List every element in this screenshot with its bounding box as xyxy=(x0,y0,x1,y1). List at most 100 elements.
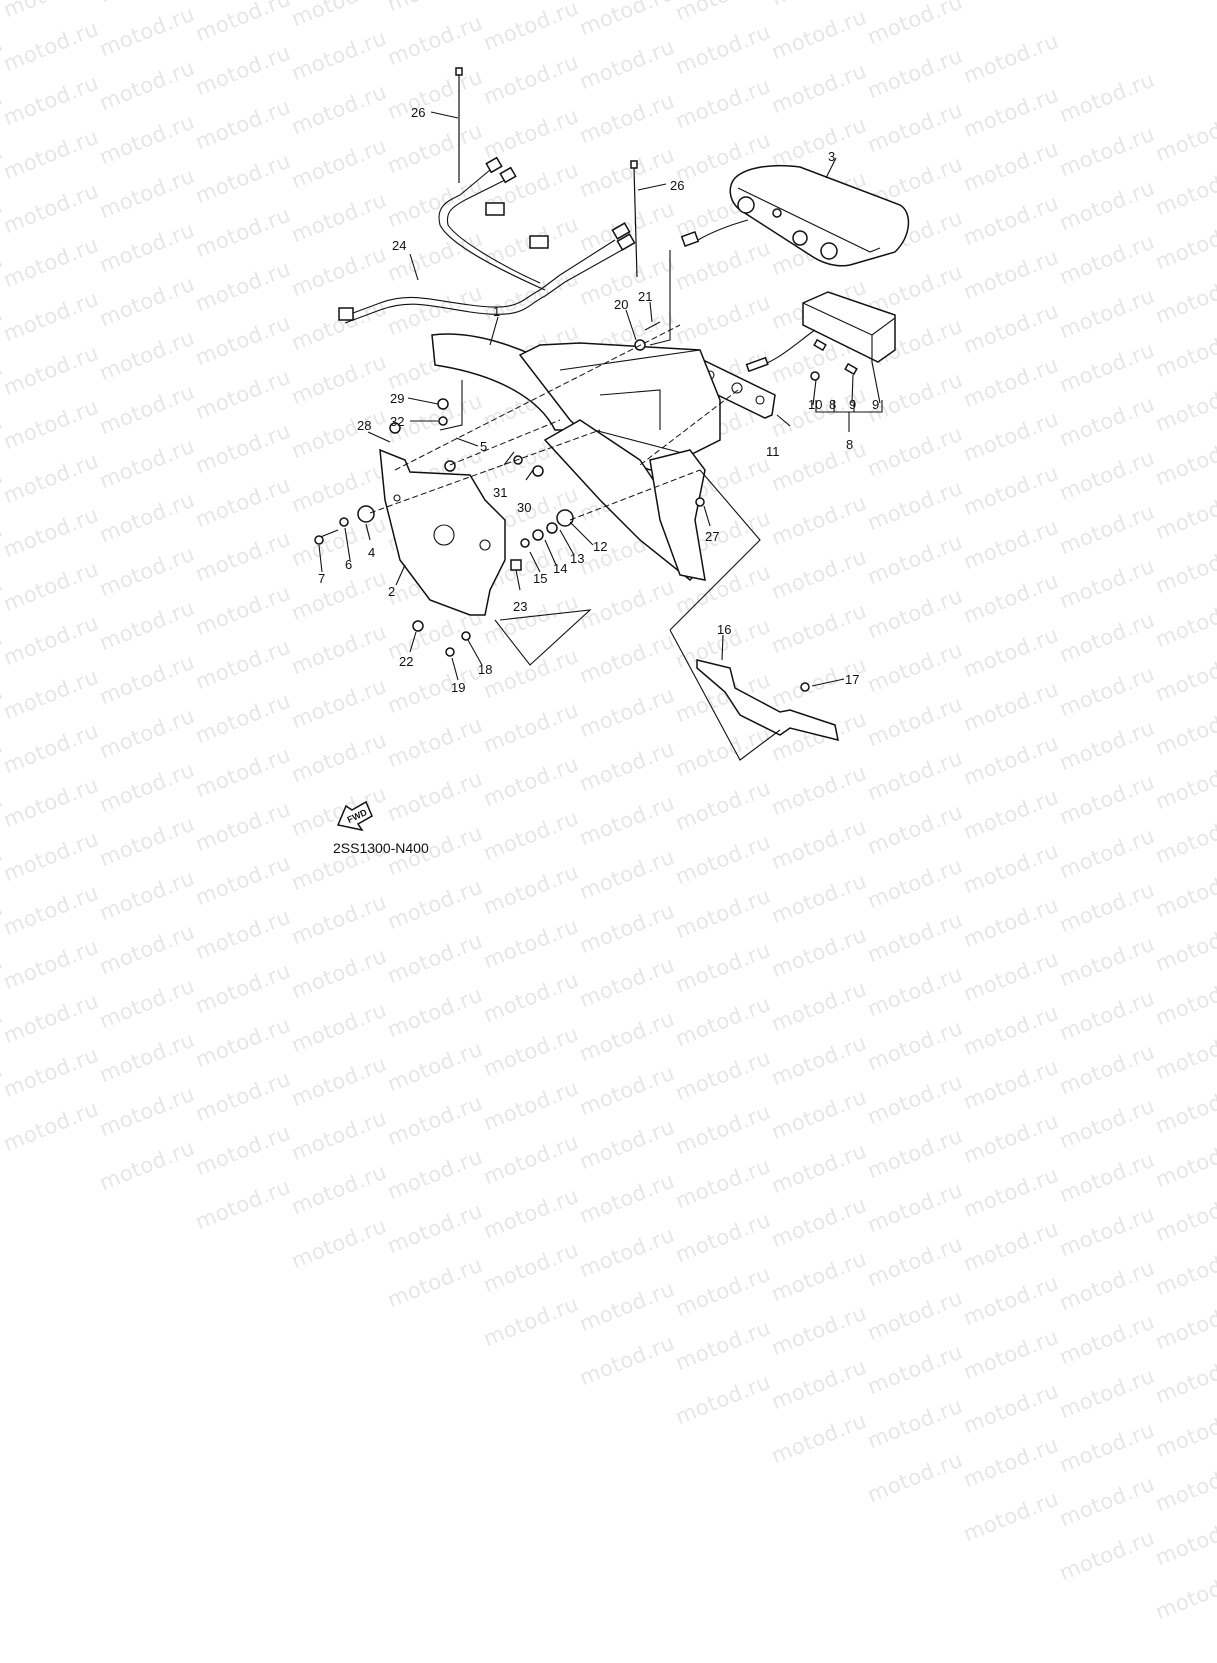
watermark-text: motod.ru xyxy=(1056,1255,1159,1316)
watermark-text: motod.ru xyxy=(1056,1039,1159,1100)
callout-23[interactable]: 22 xyxy=(399,654,414,669)
watermark-text: motod.ru xyxy=(480,1291,583,1352)
watermark-text: motod.ru xyxy=(1152,1240,1217,1301)
watermark-text: motod.ru xyxy=(960,1378,1063,1439)
callout-18[interactable]: 17 xyxy=(845,672,860,687)
watermark-text: motod.ru xyxy=(576,1168,679,1229)
hardware xyxy=(314,321,810,692)
watermark-text: motod.ru xyxy=(960,1162,1063,1223)
callout-31[interactable]: 31 xyxy=(493,485,508,500)
watermark-text: motod.ru xyxy=(192,904,295,965)
wire-harness xyxy=(338,156,636,324)
watermark-text: motod.ru xyxy=(480,1075,583,1136)
watermark-text: motod.ru xyxy=(1152,1078,1217,1139)
callout-9[interactable]: 9 xyxy=(849,397,857,412)
callout-10[interactable]: 9 xyxy=(872,397,880,412)
watermark-text: motod.ru xyxy=(288,1105,391,1166)
watermark-text: motod.ru xyxy=(0,934,103,995)
watermark-text: motod.ru xyxy=(1056,1309,1159,1370)
watermark-text: motod.ru xyxy=(1056,1201,1159,1262)
watermark-text: motod.ru xyxy=(672,1207,775,1268)
watermark-text: motod.ru xyxy=(288,1051,391,1112)
watermark-text: motod.ru xyxy=(1056,1417,1159,1478)
watermark-text: motod.ru xyxy=(576,1060,679,1121)
rear-fender xyxy=(431,333,721,582)
watermark-text: motod.ru xyxy=(672,1369,775,1430)
watermark-text: motod.ru xyxy=(1056,1525,1159,1586)
watermark-text: motod.ru xyxy=(1056,1363,1159,1424)
watermark-text: motod.ru xyxy=(768,1300,871,1361)
callout-29[interactable]: 29 xyxy=(390,391,405,406)
callout-16[interactable]: 15 xyxy=(533,571,548,586)
callout-7[interactable]: 7 xyxy=(318,571,326,586)
callout-15[interactable]: 14 xyxy=(553,561,568,576)
callout-9[interactable]: 8 xyxy=(829,397,837,412)
watermark-text: motod.ru xyxy=(768,976,871,1037)
watermark-text: motod.ru xyxy=(576,1330,679,1391)
watermark-text: motod.ru xyxy=(576,1222,679,1283)
callout-20[interactable]: 19 xyxy=(451,680,466,695)
callout-14[interactable]: 13 xyxy=(570,551,585,566)
callout-22[interactable]: 21 xyxy=(638,289,653,304)
callout-3[interactable]: 3 xyxy=(828,149,836,164)
watermark-text: motod.ru xyxy=(1056,1471,1159,1532)
callout-12[interactable]: 11 xyxy=(766,444,780,459)
watermark-text: motod.ru xyxy=(576,1114,679,1175)
watermark-text: motod.ru xyxy=(1056,1147,1159,1208)
tail-light-assembly xyxy=(680,164,910,267)
connector-lines xyxy=(369,250,781,761)
watermark-text: motod.ru xyxy=(672,937,775,998)
watermark-text: motod.ru xyxy=(768,1030,871,1091)
watermark-text: motod.ru xyxy=(672,1045,775,1106)
callout-13[interactable]: 12 xyxy=(593,539,608,554)
watermark-text: motod.ru xyxy=(672,991,775,1052)
callout-4[interactable]: 4 xyxy=(368,545,376,560)
watermark-text: motod.ru xyxy=(768,1192,871,1253)
watermark-text: motod.ru xyxy=(192,958,295,1019)
callout-bracket-8 xyxy=(815,400,883,432)
watermark-text: motod.ru xyxy=(960,1108,1063,1169)
watermark-text: motod.ru xyxy=(384,1144,487,1205)
watermark-text: motod.ru xyxy=(480,967,583,1028)
callout-11[interactable]: 10 xyxy=(808,397,823,412)
callout-28[interactable]: 28 xyxy=(357,418,372,433)
watermark-text: motod.ru xyxy=(864,1015,967,1076)
watermark-text: motod.ru xyxy=(864,1177,967,1238)
fwd-direction-arrow xyxy=(336,800,373,832)
callout-5[interactable]: 5 xyxy=(480,439,488,454)
callout-26[interactable]: 26 xyxy=(670,178,685,193)
callout-26[interactable]: 26 xyxy=(411,105,426,120)
watermark-text: motod.ru xyxy=(1152,1132,1217,1193)
watermark-text: motod.ru xyxy=(576,1276,679,1337)
watermark-text: motod.ru xyxy=(768,1084,871,1145)
callout-8[interactable]: 8 xyxy=(846,437,854,452)
watermark-text: motod.ru xyxy=(480,1021,583,1082)
callout-17[interactable]: 16 xyxy=(717,622,732,637)
watermark-text: motod.ru xyxy=(96,919,199,980)
callout-6[interactable]: 6 xyxy=(345,557,353,572)
watermark-text: motod.ru xyxy=(768,1246,871,1307)
license-plate-bracket xyxy=(696,659,839,742)
callout-25[interactable]: 24 xyxy=(392,238,407,253)
callout-30[interactable]: 30 xyxy=(517,500,532,515)
callout-24[interactable]: 23 xyxy=(513,599,528,614)
leader-lines xyxy=(318,111,881,687)
watermark-text: motod.ru xyxy=(480,913,583,974)
callout-1[interactable]: 1 xyxy=(493,304,501,319)
watermark-text: motod.ru xyxy=(576,952,679,1013)
watermark-text: motod.ru xyxy=(288,997,391,1058)
callout-32[interactable]: 32 xyxy=(390,414,405,429)
watermark-text: motod.ru xyxy=(864,961,967,1022)
watermark-text: motod.ru xyxy=(1056,931,1159,992)
watermark-text: motod.ru xyxy=(960,1270,1063,1331)
callout-27[interactable]: 27 xyxy=(705,529,720,544)
watermark-text: motod.ru xyxy=(864,1339,967,1400)
watermark-text: motod.ru xyxy=(768,1138,871,1199)
callout-2[interactable]: 2 xyxy=(388,584,396,599)
callout-19[interactable]: 18 xyxy=(478,662,493,677)
callout-21[interactable]: 20 xyxy=(614,297,629,312)
watermark-text: motod.ru xyxy=(192,1012,295,1073)
watermark-text: motod.ru xyxy=(384,1198,487,1259)
watermark-text: motod.ru xyxy=(0,1003,7,1064)
watermark-text: motod.ru xyxy=(960,1054,1063,1115)
